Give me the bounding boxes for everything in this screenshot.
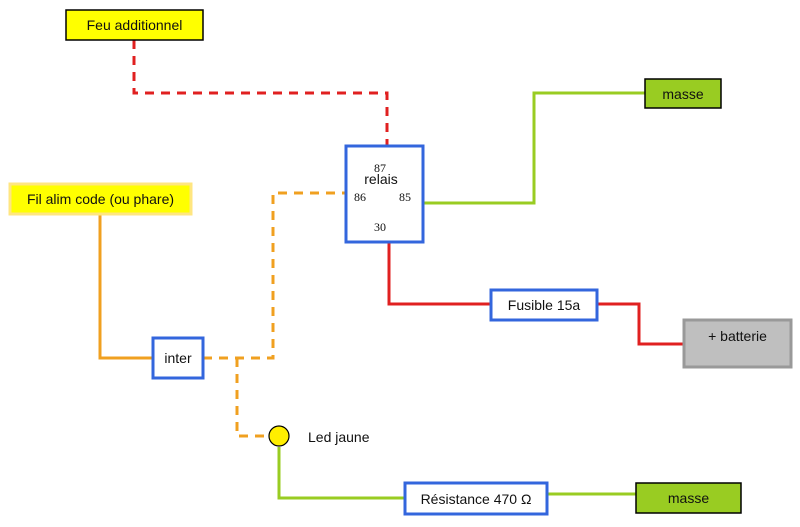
fusible-box: Fusible 15a: [489, 288, 599, 322]
masse-top-label: masse: [662, 86, 703, 102]
masse-bottom-label: masse: [668, 490, 709, 506]
feu-additionnel-label: Feu additionnel: [87, 17, 183, 33]
wire-fusible-to-batterie: [597, 302, 684, 346]
resistance-label: Résistance 470 Ω: [421, 491, 532, 507]
inter-label: inter: [164, 350, 192, 366]
feu-additionnel-box: Feu additionnel: [65, 9, 204, 41]
wire-led-to-resistance: [277, 447, 405, 500]
led-jaune: Led jaune: [268, 425, 370, 447]
batterie-label: + batterie: [708, 328, 767, 344]
relais-box: 87 relais 86 85 30: [344, 144, 425, 244]
masse-bottom-box: masse: [635, 482, 742, 514]
wire-inter-to-relay-86: [203, 191, 346, 360]
wire-relay-30-to-fusible: [387, 243, 491, 306]
batterie-box: + batterie: [682, 318, 793, 369]
relais-label: relais: [364, 171, 397, 187]
wire-inter-to-led: [235, 358, 268, 438]
fil-alim-box: Fil alim code (ou phare): [8, 182, 193, 216]
relay-pin-86: 86: [354, 190, 366, 204]
fil-alim-label: Fil alim code (ou phare): [27, 191, 174, 207]
wire-alim-to-inter: [98, 213, 153, 360]
relay-pin-85: 85: [399, 190, 411, 204]
inter-box: inter: [151, 336, 205, 380]
wire-feu-to-relay-87: [132, 40, 389, 146]
relay-pin-30: 30: [374, 220, 386, 234]
wire-relay-85-to-masse: [424, 91, 645, 205]
wires: [98, 40, 684, 500]
relay-pin-87: 87: [374, 161, 386, 175]
fusible-label: Fusible 15a: [508, 297, 581, 313]
resistance-box: Résistance 470 Ω: [403, 481, 549, 516]
led-label: Led jaune: [308, 429, 370, 445]
masse-top-box: masse: [644, 78, 722, 109]
led-icon: [268, 425, 290, 447]
